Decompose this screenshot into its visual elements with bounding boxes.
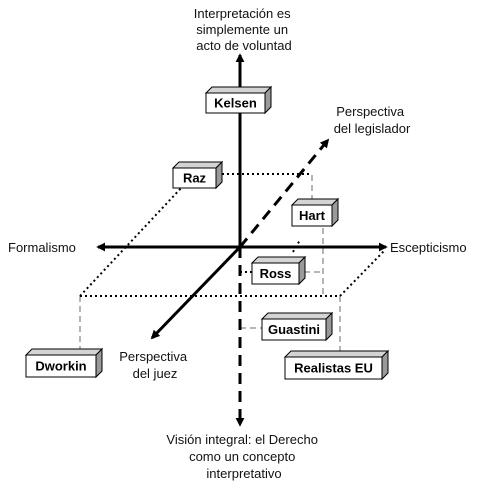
- label-bottom-line-3: interpretativo: [206, 466, 281, 481]
- label-diagonal-down: Perspectiva del juez: [119, 349, 191, 381]
- author-box-raz: Raz: [171, 160, 224, 190]
- label-diagonal-down-line-1: Perspectiva: [119, 349, 188, 364]
- box-front-face: [261, 318, 327, 341]
- author-box-guastini: Guastini: [260, 311, 334, 342]
- label-bottom: Visión integral: el Derecho como un conc…: [166, 432, 321, 481]
- dotted-lines: [79, 173, 386, 297]
- axis-diagonal-up-dashed: [238, 138, 330, 248]
- axis-diagonal-down: [150, 245, 242, 340]
- author-label-realistas: Realistas EU: [294, 361, 373, 376]
- box-front-face: [205, 92, 266, 114]
- author-box-realistas: Realistas EU: [283, 349, 390, 381]
- author-label-hart: Hart: [299, 208, 326, 223]
- box-top-face: [260, 312, 334, 320]
- box-top-face: [24, 348, 104, 356]
- author-box-kelsen: Kelsen: [204, 85, 273, 115]
- author-label-dworkin: Dworkin: [35, 359, 86, 374]
- label-bottom-line-1: Visión integral: el Derecho: [166, 432, 318, 447]
- label-bottom-line-2: como un concepto: [189, 449, 295, 464]
- label-diagonal-up-line-1: Perspectiva: [336, 104, 405, 119]
- author-box-hart: Hart: [290, 197, 340, 228]
- author-label-ross: Ross: [260, 266, 292, 281]
- box-top-face: [171, 161, 224, 169]
- box-top-face: [283, 350, 390, 358]
- author-label-raz: Raz: [183, 171, 207, 186]
- author-label-guastini: Guastini: [268, 322, 320, 337]
- dotted-plane-right-diagonal: [339, 249, 386, 297]
- label-right: Escepticismo: [390, 240, 467, 255]
- label-left: Formalismo: [8, 240, 76, 255]
- label-top-line-2: simplemente un: [196, 22, 288, 37]
- box-front-face: [251, 262, 300, 285]
- label-diagonal-up: Perspectiva del legislador: [334, 104, 411, 136]
- author-box-dworkin: Dworkin: [24, 347, 104, 379]
- box-front-face: [284, 356, 383, 380]
- label-top: Interpretación es simplemente un acto de…: [194, 6, 294, 53]
- box-front-face: [291, 204, 333, 227]
- box-top-face: [250, 256, 307, 264]
- author-label-kelsen: Kelsen: [214, 96, 257, 111]
- box-front-face: [172, 167, 217, 189]
- label-diagonal-down-line-2: del juez: [133, 366, 178, 381]
- box-top-face: [290, 198, 340, 206]
- dotted-plane-left-diagonal: [79, 185, 184, 297]
- label-top-line-1: Interpretación es: [194, 6, 291, 21]
- box-top-face: [204, 86, 273, 94]
- box-front-face: [25, 354, 97, 378]
- label-top-line-3: acto de voluntad: [196, 38, 291, 53]
- author-box-ross: Ross: [250, 255, 307, 286]
- label-diagonal-up-line-2: del legislador: [334, 121, 411, 136]
